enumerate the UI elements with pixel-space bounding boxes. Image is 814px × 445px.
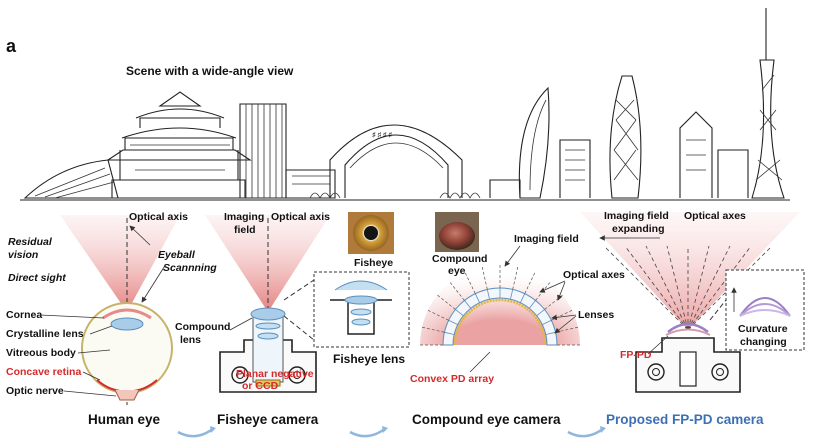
- lens-spoke: [444, 331, 455, 335]
- arrow-to-fp-pd: [567, 427, 605, 438]
- fp-pd-optical-axis-line: [645, 245, 689, 331]
- lens-spoke: [448, 319, 458, 325]
- fp-pd-optical-axis-line: [603, 245, 689, 331]
- eyeball: [81, 302, 173, 394]
- optic-nerve-label: Optic nerve: [6, 385, 64, 397]
- compound-optical-axis-line: [551, 309, 575, 321]
- human-eye-optical-axis-label: Optical axis: [129, 211, 188, 223]
- lens-spoke: [528, 300, 536, 309]
- optic-nerve-shape: [114, 389, 140, 401]
- lens-spoke: [510, 289, 514, 300]
- lens-spoke: [474, 293, 480, 303]
- fp-pd-optical-axes-label: Optical axes: [684, 210, 746, 222]
- compound-optical-axis-line: [425, 309, 449, 321]
- human-eye-caption: Human eye: [88, 412, 161, 427]
- arrow-to-fisheye: [177, 427, 215, 438]
- compound-optical-axis-line: [464, 270, 476, 294]
- compound-optical-axis-line: [512, 264, 519, 290]
- fp-pd-label: FP-PD: [620, 349, 652, 361]
- crystalline-lens-label: Crystalline lens: [6, 328, 84, 340]
- fp-pd-optical-axis-line: [687, 245, 710, 331]
- lens-spoke: [545, 331, 556, 335]
- cornea-label: Cornea: [6, 309, 42, 321]
- fp-pd-camera-caption: Proposed FP-PD camera: [606, 412, 764, 427]
- compound-lens-shape: [250, 307, 286, 321]
- arrow-to-compound: [349, 427, 387, 438]
- fisheye-photo-label: Fisheye: [354, 257, 393, 269]
- lenses-label: Lenses: [578, 309, 614, 321]
- lens-spoke: [455, 309, 464, 317]
- panel-label: a: [6, 36, 17, 56]
- lens-spoke: [486, 289, 490, 300]
- skyline-illustration: ♯ ♯ ♯ ♯: [20, 8, 790, 201]
- lens-spoke: [536, 309, 545, 317]
- progression-arrows: [177, 426, 606, 438]
- fisheye-optical-axis-label: Optical axis: [271, 211, 330, 223]
- convex-pd-array-shape: [453, 298, 547, 346]
- compound-optical-axis-line: [435, 293, 456, 310]
- compound-optical-axis-line: [524, 270, 536, 294]
- compound-optical-axis-line: [555, 326, 581, 333]
- lens-spoke: [542, 319, 552, 325]
- fisheye-lens-label: Fisheye lens: [333, 352, 405, 366]
- compound-optical-axis-line: [448, 280, 465, 301]
- convex-pd-array-label: Convex PD array: [410, 373, 494, 385]
- fisheye-field-of-view: [205, 215, 330, 312]
- cornea-shape: [102, 308, 152, 320]
- fp-pd-optical-axis-line: [666, 245, 689, 331]
- crystalline-lens-shape: [110, 317, 144, 331]
- vitreous-body-label: Vitreous body: [6, 347, 76, 359]
- fp-pd-optical-axis-line: [687, 245, 752, 331]
- compound-optical-axes-label: Optical axes: [563, 269, 625, 281]
- scene-title: Scene with a wide-angle view: [126, 64, 294, 78]
- human-eye-field-of-view: [60, 215, 180, 312]
- svg-text:♯ ♯ ♯ ♯: ♯ ♯ ♯ ♯: [372, 132, 392, 139]
- lens-spoke: [520, 293, 526, 303]
- fp-pd-optical-axis-line: [687, 245, 731, 331]
- compound-optical-axis-line: [481, 264, 488, 290]
- planar-negative-shape: [255, 379, 281, 387]
- lens-spoke: [464, 300, 472, 309]
- compound-optical-axis-line: [419, 326, 445, 333]
- compound-eye-camera-caption: Compound eye camera: [412, 412, 561, 427]
- direct-sight-label: Direct sight: [8, 272, 66, 284]
- fp-pd-optical-axis-line: [624, 245, 689, 331]
- compound-imaging-field-label: Imaging field: [514, 233, 579, 245]
- fp-pd-membrane: [667, 322, 709, 333]
- fp-pd-field-of-view: [580, 212, 800, 330]
- concave-retina-label: Concave retina: [6, 366, 81, 378]
- fisheye-camera-caption: Fisheye camera: [217, 412, 319, 427]
